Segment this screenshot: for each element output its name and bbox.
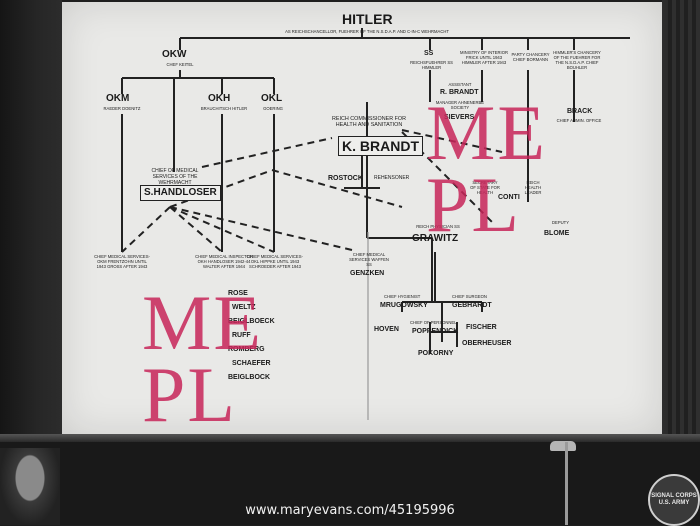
party-chancery: PARTY CHANCERY CHIEF BORMANN (511, 52, 550, 62)
okh-head: BRAUCHITSCH HITLER (200, 106, 248, 111)
doctor-name: ROSE (228, 290, 248, 297)
handloser-role: CHIEF OF MEDICAL SERVICES OF THE WEHRMAC… (151, 168, 199, 186)
chart-connector-lines (121, 28, 630, 420)
ss-label: SS (424, 50, 434, 57)
okl-label: OKL (261, 93, 283, 104)
okw-head: CHEF KEITEL (166, 62, 194, 67)
assistant-role: ASSISTANT (448, 82, 472, 87)
brack-role: CHIEF ADMIN. OFFICE (556, 118, 602, 123)
mrugowsky-role: CHIEF HYGIENIST (384, 294, 421, 299)
signal-corps-badge: SIGNAL CORPS U.S. ARMY (648, 474, 700, 526)
okh-label: OKH (208, 93, 231, 104)
okw-label: OKW (162, 49, 187, 60)
okm-label: OKM (106, 93, 130, 104)
grawitz-role: REICH PHYSICIAN SS (416, 224, 460, 229)
rehensoner-label: REHENSONER (374, 175, 410, 181)
organization-chart-board: HITLER AS REICHSCHANCELLOR, FUEHRER OF T… (62, 2, 662, 434)
mepl-bottom-line1: ME (142, 279, 263, 366)
mrugowsky-name: MRUGOWSKY (380, 302, 428, 309)
gebhardt-name: GEBHARDT (452, 302, 492, 309)
sievers-role: MANAGER AHNENERBE SOCIETY (435, 100, 485, 110)
blome-name: BLOME (544, 230, 570, 237)
doctor-name: BEIGLBOECK (228, 318, 275, 325)
seated-person (0, 448, 60, 525)
genzken-role: CHIEF MEDICAL SERVICES WAFFEN SS (349, 252, 389, 267)
board-ledge (0, 434, 700, 442)
reich-health-leader: REICH HEALTH LEADER (524, 180, 542, 195)
okm-medical-services: CHIEF MEDICAL SERVICES-OKM FRENTZOHN UNT… (94, 254, 150, 269)
microphone-stand (565, 442, 568, 525)
k-brandt-box: K. BRANDT (338, 136, 423, 156)
fuehrer-chancery: HIMMLER'S CHANCERY OF THE FUEHRER FOR TH… (553, 50, 601, 70)
badge-text: SIGNAL CORPS U.S. ARMY (651, 493, 697, 506)
doctor-name: ROMBERG (228, 346, 265, 353)
sievers-name: SIEVERS (444, 114, 475, 121)
fischer-name: FISCHER (466, 324, 497, 331)
ss-head: REICHSFUEHRER SS HIMMLER (410, 60, 453, 70)
experiment-doctors-list: ROSE WELTZ BEIGLBOECK RUFF ROMBERG SCHAEFER BE… (228, 290, 298, 388)
hoven-name: HOVEN (374, 326, 399, 333)
doctor-name: SCHAEFER (232, 360, 271, 367)
secretary-of-state: SECRETARY OF STATE FOR HEALTH (470, 180, 500, 195)
watermark-url: www.maryevans.com/45195996 (245, 503, 455, 518)
mepl-watermark-top: ME PL (426, 94, 547, 244)
courtroom-foreground (0, 442, 700, 525)
pokorny-name: POKORNY (418, 350, 454, 357)
doctor-name: RUFF (232, 332, 251, 339)
assistant-name: R. BRANDT (440, 89, 479, 96)
gebhardt-role: CHIEF SURGEON (452, 294, 487, 299)
chart-title: HITLER (342, 11, 393, 27)
okl-head: GOERING (263, 106, 283, 111)
okl-medical-services: CHIEF MEDICAL SERVICES-OKL HIPPKE UNTIL … (247, 254, 303, 269)
deputy-role: DEPUTY (552, 220, 569, 225)
curtain (668, 0, 700, 440)
grawitz-name: GRAWITZ (412, 233, 459, 244)
doctor-name: BEIGLBOCK (228, 374, 270, 381)
mepl-top-line1: ME (426, 89, 547, 176)
courtroom-wall-left (0, 0, 62, 440)
handloser-box: S.HANDLOSER (140, 185, 221, 201)
commissioner-role: REICH COMMISSIONER FOR HEALTH AND SANITA… (332, 116, 406, 128)
poppendick-role: CHIEF OF PERSONNEL (410, 320, 457, 325)
interior-ministry: MINISTRY OF INTERIOR FRICK until 1943 HI… (459, 50, 508, 65)
mepl-bottom-line2: PL (142, 351, 238, 438)
chart-subtitle: AS REICHSCHANCELLOR, FUEHRER OF THE N.S.… (285, 29, 449, 34)
genzken-name: GENZKEN (350, 270, 385, 277)
microphone (550, 441, 576, 451)
doctor-name: WELTZ (232, 304, 256, 311)
mepl-watermark-bottom: ME PL (142, 284, 263, 434)
okm-head: RAEDER DOENITZ (103, 106, 141, 111)
conti-label: CONTI (498, 194, 520, 201)
okh-medical-inspector: CHIEF MEDICAL INSPECTOR OKH HANDLOSER 19… (195, 254, 253, 269)
oberheuser-name: OBERHEUSER (462, 340, 512, 347)
rostock-label: ROSTOCK (328, 175, 363, 182)
mepl-top-line2: PL (426, 161, 522, 248)
poppendick-name: POPPENDICK (412, 328, 459, 335)
brack-name: BRACK (567, 108, 593, 115)
